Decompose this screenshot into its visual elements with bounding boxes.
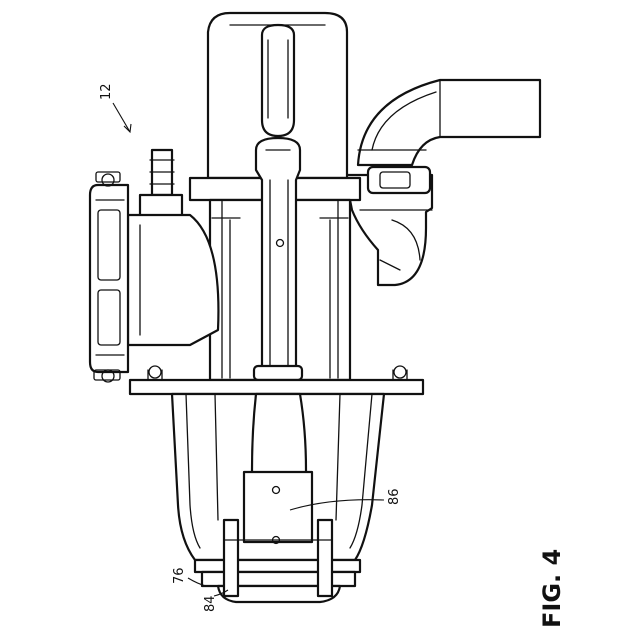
ref-numeral-12: 12 bbox=[99, 83, 114, 100]
ref-numeral-84: 84 bbox=[203, 595, 218, 612]
figure-label: FIG. 4 bbox=[538, 549, 566, 628]
inner-column bbox=[244, 394, 312, 544]
base-ring bbox=[195, 560, 360, 602]
shaft-column bbox=[254, 138, 302, 380]
outlet-elbow-pipe bbox=[358, 80, 540, 165]
ref-numeral-86: 86 bbox=[387, 488, 402, 505]
ref-numeral-76: 76 bbox=[172, 567, 187, 584]
